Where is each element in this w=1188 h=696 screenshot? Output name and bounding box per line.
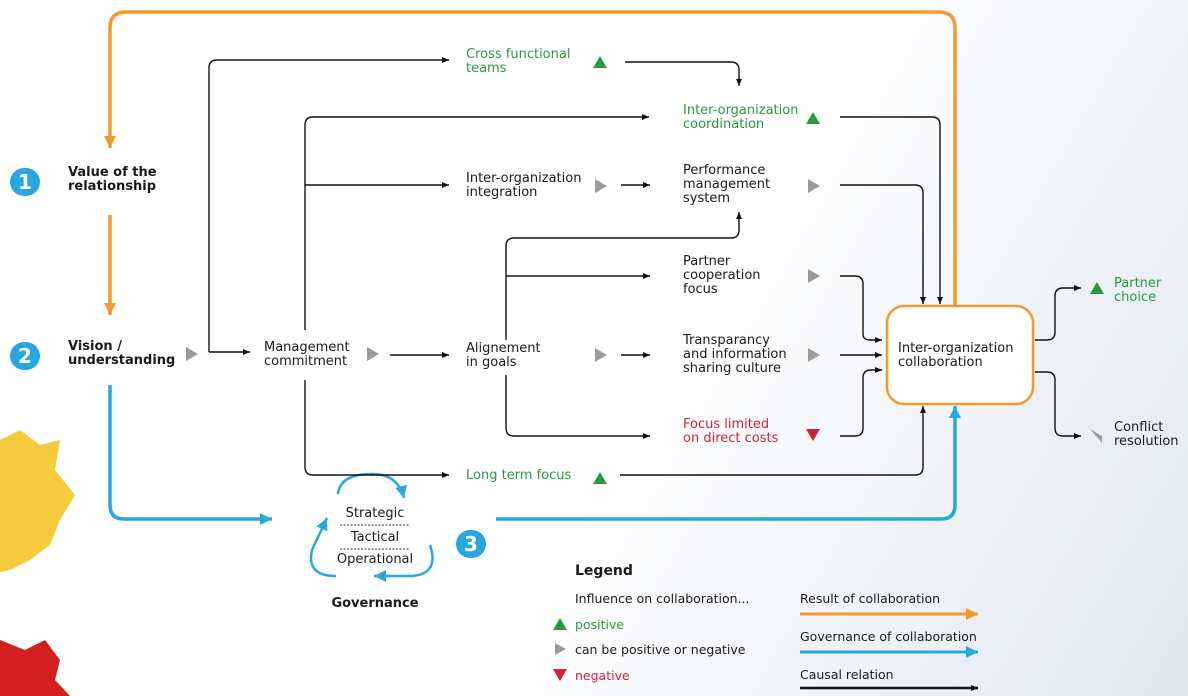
governance-label: Governance: [331, 596, 419, 611]
governance-strategic: Strategic: [345, 506, 405, 521]
node-inter-org-collaboration: Inter-organization collaboration: [898, 341, 1014, 370]
legend-causal: Causal relation: [800, 667, 894, 682]
node-value-of-relationship: Value of the relationship: [68, 165, 157, 194]
legend-glyphs: [553, 608, 978, 691]
collaboration-box: [885, 304, 1035, 406]
node-partner-cooperation-focus: Partner cooperation focus: [683, 254, 761, 297]
influence-markers: [186, 56, 1104, 484]
node-partner-choice: Partner choice: [1114, 276, 1162, 305]
node-alignement-in-goals: Alignement in goals: [466, 341, 541, 370]
governance-tactical: Tactical: [350, 530, 400, 545]
legend-governance: Governance of collaboration: [800, 629, 977, 644]
step-badge-2: 2: [10, 342, 40, 370]
legend-mixed: can be positive or negative: [575, 642, 746, 657]
node-long-term-focus: Long term focus: [466, 468, 572, 483]
gear-decoration: [0, 430, 75, 696]
legend-negative: negative: [575, 668, 630, 683]
legend-subtitle: Influence on collaboration...: [575, 591, 750, 606]
node-inter-org-integration: Inter-organization integration: [466, 171, 582, 200]
step-badge-1: 1: [10, 168, 40, 196]
node-vision-understanding: Vision / understanding: [68, 339, 176, 368]
governance-cycle: [309, 472, 434, 582]
node-cross-functional-teams: Cross functional teams: [466, 47, 571, 76]
node-conflict-resolution: Conflict resolution: [1114, 420, 1179, 449]
legend-positive: positive: [575, 617, 625, 632]
legend-result: Result of collaboration: [800, 591, 941, 606]
node-inter-org-coordination: Inter-organization coordination: [683, 103, 799, 132]
node-management-commitment: Management commitment: [264, 340, 350, 369]
governance-arrows: [108, 385, 961, 525]
node-focus-limited: Focus limited on direct costs: [683, 417, 779, 446]
node-performance-management-system: Performance management system: [683, 163, 771, 206]
result-arrows: [104, 10, 957, 315]
node-transparancy: Transparancy and information sharing cul…: [683, 333, 787, 376]
governance-dividers: [340, 524, 410, 550]
governance-operational: Operational: [336, 552, 414, 567]
legend-title: Legend: [575, 563, 633, 579]
causal-arrows: [208, 57, 1081, 478]
step-badge-3: 3: [456, 530, 486, 558]
